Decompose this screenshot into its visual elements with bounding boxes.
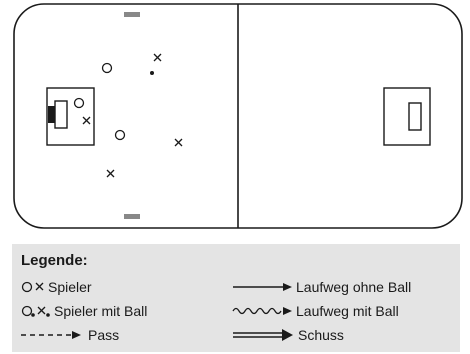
floorball-field-diagram <box>13 3 463 229</box>
goal-crease-left <box>54 100 68 129</box>
legend-label-shot: Schuss <box>298 327 344 343</box>
goal-area-right <box>383 87 431 146</box>
substitution-mark-bottom <box>124 214 140 219</box>
legend-label-run-with-ball: Laufweg mit Ball <box>296 303 399 319</box>
legend-ball-dot-1 <box>31 313 35 317</box>
legend-label-pass: Pass <box>88 327 120 343</box>
legend-label-player: Spieler <box>48 279 92 295</box>
run-with-ball-arrow-icon <box>232 307 282 315</box>
substitution-mark-top <box>124 12 140 17</box>
legend-label-run-without-ball: Laufweg ohne Ball <box>296 279 412 295</box>
legend-label-player-with-ball: Spieler mit Ball <box>54 303 148 319</box>
player-circle-1 <box>101 62 113 74</box>
ball-dot <box>150 71 154 75</box>
legend-title: Legende: <box>21 252 88 269</box>
legend-ball-dot-2 <box>46 313 50 317</box>
legend-box: Legende: Spieler Spieler mit Ball Pass L… <box>12 244 460 352</box>
legend-circle-icon <box>21 281 33 293</box>
player-cross-3 <box>174 138 183 147</box>
goal-crease-right <box>408 102 422 131</box>
player-circle-3 <box>114 129 126 141</box>
player-cross-1 <box>153 53 162 62</box>
goal-left <box>48 106 55 123</box>
player-cross-2 <box>82 116 91 125</box>
legend-symbols <box>21 281 293 341</box>
goal-area-left <box>46 87 95 146</box>
player-cross-4 <box>106 169 115 178</box>
legend-circle-ball-icon <box>21 305 33 317</box>
legend-cross-ball-icon <box>37 306 46 315</box>
player-circle-2 <box>73 97 85 109</box>
legend-cross-icon <box>35 282 44 291</box>
